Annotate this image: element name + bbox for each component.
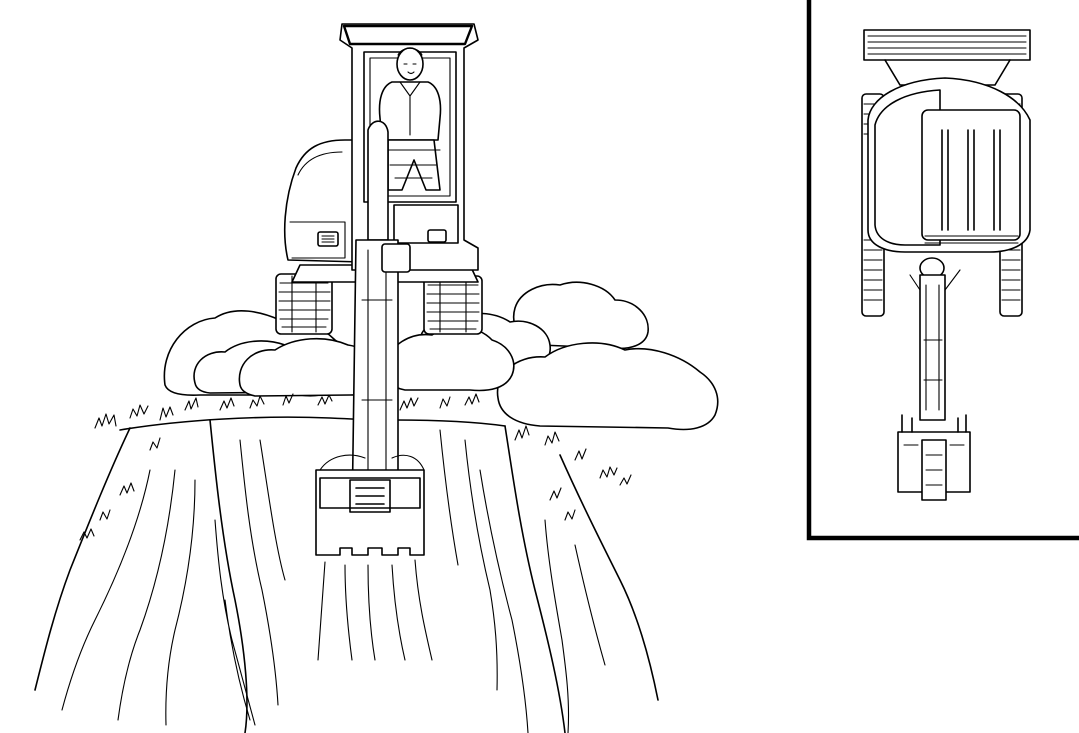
operator-face [398,48,422,73]
engine-housing [285,140,362,262]
slope-outer-right [560,455,658,700]
cab-light [428,230,446,242]
boom-arm [352,121,410,520]
ground-edge [35,417,658,733]
dirt-pile-right-front [498,343,718,430]
boom-cylinder [362,250,392,500]
inset-blade-lines [868,36,1026,54]
dirt-piles [164,282,717,429]
boom-mount [382,244,410,272]
right-track [424,276,482,334]
left-track-treads [279,276,330,332]
inset-boom [910,258,960,420]
inset-engine-ribs [942,130,1000,230]
boom-upper [368,121,388,240]
grass-tufts [80,394,631,540]
inset-engine-cover [922,110,1020,240]
bucket-back [320,478,420,508]
striation [215,520,255,725]
inset-bucket-details [904,445,964,485]
left-track [276,274,332,334]
cab-roof [344,26,472,44]
engine-housing-detail [290,152,345,258]
grass-tuft [80,438,575,540]
inset-counterweight [925,236,1018,243]
inset-boom-body [920,275,945,420]
operator-seat [384,150,440,178]
bucket [316,455,424,555]
striation [440,430,605,733]
main-front-view [35,24,718,733]
operator-head [397,48,423,80]
grass-tuft [515,426,631,485]
striation [62,440,285,725]
right-track-treads [427,278,479,332]
cab-lower-panel [394,205,458,243]
dirt-pile-center [385,327,514,391]
grass-tuft [95,398,198,428]
inset-bucket [898,415,970,500]
trench-top-edge [120,417,505,430]
grass-tuft [220,394,332,410]
inset-frame [809,0,1079,538]
bucket-dirt [320,455,424,470]
operator [380,48,441,190]
operator-collar [400,82,420,135]
trench-right-wall [505,426,565,733]
striation [318,560,432,660]
inset-boom-details [910,270,960,410]
vent-lines [322,236,334,242]
grass-tuft [400,394,479,410]
trench-striations [62,430,605,733]
trench-left-wall [210,420,247,733]
slope-outer-left [35,428,130,690]
bucket-linkage [350,480,390,512]
inset-top-view [809,0,1079,538]
inset-blade [864,30,1030,60]
excavator-front [276,24,482,555]
inset-bucket-lugs [902,415,966,432]
